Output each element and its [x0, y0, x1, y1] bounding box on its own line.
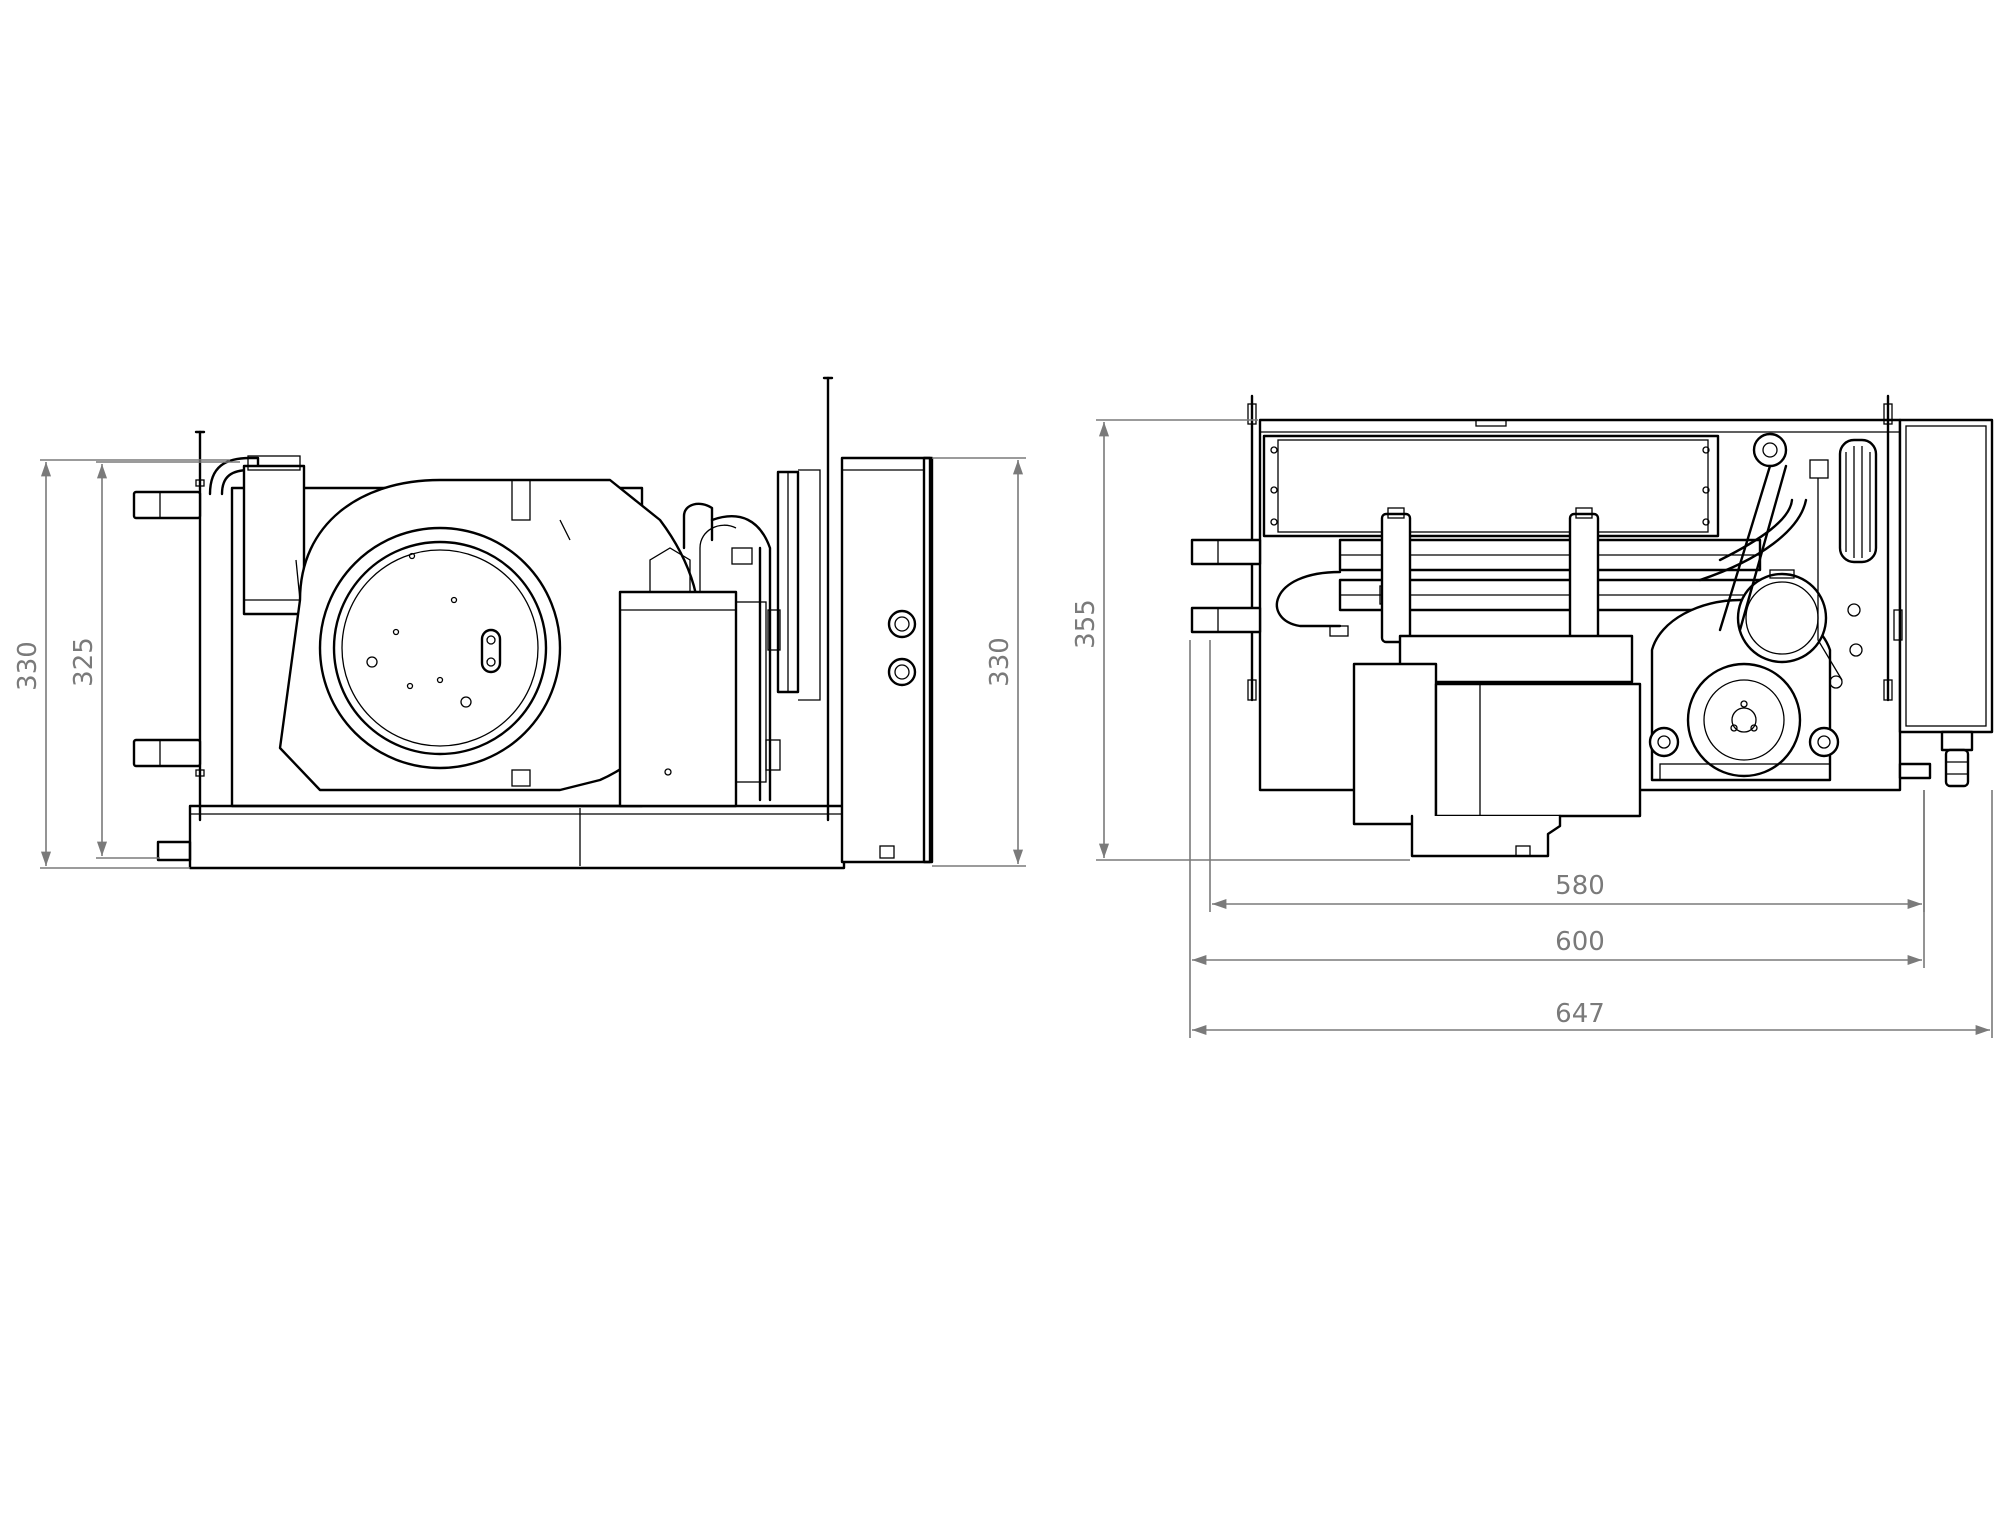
electrical-box	[1893, 418, 1994, 788]
compressor-block	[618, 524, 767, 808]
dim-label-330-left: 330	[13, 641, 43, 691]
dim-overall-height: 330	[13, 459, 230, 869]
piping-cluster	[682, 502, 781, 802]
top-coil-panel	[1262, 419, 1720, 538]
dim-right-height: 330	[932, 457, 1026, 867]
pipe-clamps	[1380, 507, 1600, 644]
left-pipe-stubs	[132, 490, 202, 768]
dim-label-355: 355	[1071, 599, 1101, 649]
dim-width-600: 600	[1192, 927, 1922, 966]
dim-label-325: 325	[69, 637, 99, 687]
side-plate-fittings	[840, 456, 934, 864]
dim-label-580: 580	[1555, 871, 1605, 901]
dim-inner-height: 325	[69, 461, 240, 859]
front-view: 355 580 600 647	[1071, 394, 1994, 1038]
dim-label-330-right: 330	[985, 637, 1015, 687]
base-plate	[156, 804, 880, 870]
condenser-fan	[776, 469, 821, 701]
dim-width-580: 580	[1212, 871, 1922, 910]
dim-label-600: 600	[1555, 927, 1605, 957]
dim-front-height: 355	[1071, 419, 1410, 861]
front-pipe-stubs	[1190, 538, 1262, 634]
blower-housing	[278, 478, 701, 792]
dim-label-647: 647	[1555, 999, 1605, 1029]
control-box	[242, 455, 306, 616]
dim-width-647: 647	[1192, 999, 1990, 1036]
front-fan	[1838, 438, 1878, 564]
lower-blower	[1352, 634, 1642, 858]
side-view: 330 325 330	[13, 376, 1026, 870]
upper-right-piping	[1698, 432, 1863, 689]
